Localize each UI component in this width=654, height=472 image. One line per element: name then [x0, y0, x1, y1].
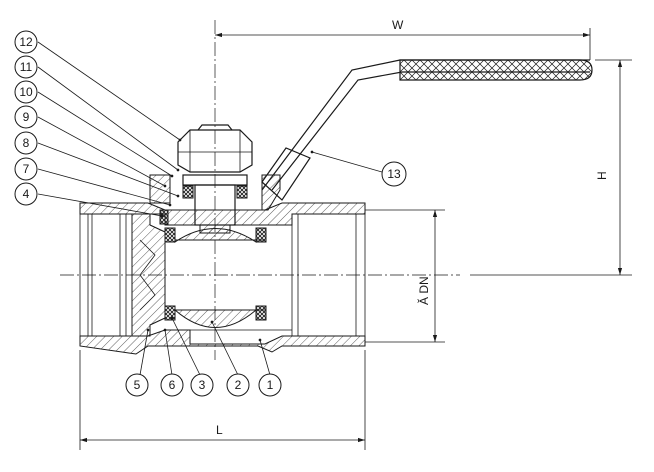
- svg-text:5: 5: [134, 378, 141, 392]
- callout-13: 13: [381, 161, 407, 187]
- svg-text:11: 11: [20, 60, 33, 74]
- leader-lines: [37, 41, 383, 376]
- length-label: L: [216, 423, 223, 437]
- valve-body: [79, 202, 366, 355]
- callout-4: 4: [14, 182, 38, 206]
- seat-right-top: [255, 227, 267, 243]
- seat-left-bottom: [164, 305, 176, 321]
- height-label: H: [595, 171, 609, 180]
- callout-2: 2: [226, 373, 250, 397]
- svg-text:1: 1: [267, 378, 274, 392]
- svg-text:3: 3: [199, 378, 206, 392]
- svg-text:6: 6: [169, 378, 176, 392]
- callout-9: 9: [14, 105, 38, 129]
- svg-text:7: 7: [23, 162, 30, 176]
- handle-grip: [399, 59, 593, 81]
- svg-text:8: 8: [23, 136, 30, 150]
- dimension-l: L: [79, 350, 366, 450]
- width-label: W: [392, 18, 404, 32]
- callout-12: 12: [14, 30, 38, 54]
- callout-6: 6: [160, 373, 184, 397]
- callout-7: 7: [14, 157, 38, 181]
- svg-text:10: 10: [19, 85, 33, 99]
- dimension-h: H: [470, 59, 632, 276]
- dimension-dn: Ă DN: [365, 209, 445, 343]
- seat-right-bottom: [255, 305, 267, 321]
- callout-3: 3: [190, 373, 214, 397]
- seat-left-top: [164, 227, 176, 243]
- callout-8: 8: [14, 131, 38, 155]
- svg-text:12: 12: [19, 35, 33, 49]
- svg-text:13: 13: [387, 167, 401, 181]
- svg-text:9: 9: [23, 110, 30, 124]
- dn-label: Ă DN: [416, 276, 431, 305]
- dimension-w: W: [215, 18, 591, 60]
- callout-5: 5: [125, 373, 149, 397]
- ball-bottom: [173, 309, 258, 328]
- callout-1: 1: [258, 373, 282, 397]
- svg-text:4: 4: [23, 187, 30, 201]
- svg-text:2: 2: [235, 378, 242, 392]
- callout-10: 10: [14, 80, 38, 104]
- stem-nut: [177, 124, 253, 173]
- handle: [261, 59, 593, 201]
- end-cap: [131, 213, 166, 337]
- callout-11: 11: [14, 55, 38, 79]
